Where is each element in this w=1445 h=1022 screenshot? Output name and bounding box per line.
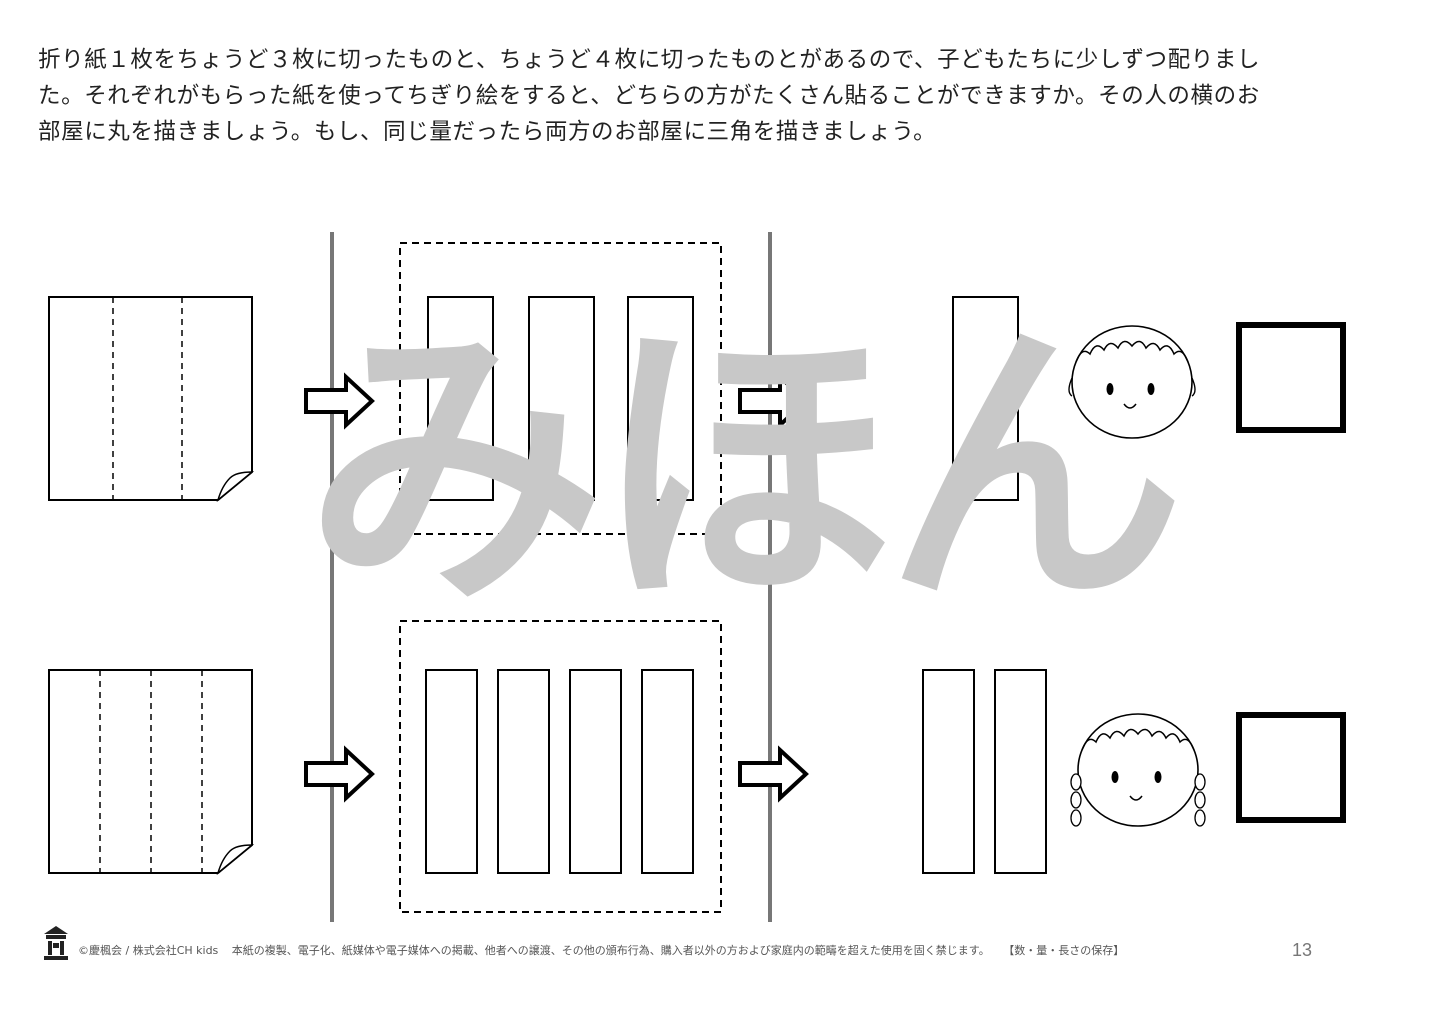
cut-piece <box>427 296 494 501</box>
footer: ©慶楓会 / 株式会社CH kids 本紙の複製、電子化、紙媒体や電子媒体への掲… <box>78 942 1134 958</box>
instructions: 折り紙１枚をちょうど３枚に切ったものと、ちょうど４枚に切ったものとがあるので、子… <box>38 42 1408 150</box>
footer-copyright: ©慶楓会 / 株式会社CH kids <box>78 944 219 957</box>
answer-box-icon[interactable] <box>1236 322 1346 433</box>
folded-corner-icon <box>216 471 255 503</box>
folded-paper-thirds <box>48 296 255 503</box>
folded-corner-icon <box>216 844 255 876</box>
cut-pieces-group-3 <box>399 242 722 535</box>
house-logo-icon <box>44 926 68 960</box>
folded-paper-quarters <box>48 669 255 876</box>
cut-piece <box>425 669 478 874</box>
instruction-line-2: た。それぞれがもらった紙を使ってちぎり絵をすると、どちらの方がたくさん貼ることが… <box>38 83 1260 109</box>
cut-piece <box>641 669 694 874</box>
right-arrow-icon <box>738 745 809 803</box>
cut-piece <box>569 669 622 874</box>
page-number: 13 <box>1292 940 1313 960</box>
cut-pieces-group-4 <box>399 620 722 913</box>
girl-face-icon <box>1068 325 1196 439</box>
right-arrow-icon <box>738 372 809 430</box>
footer-notice: 本紙の複製、電子化、紙媒体や電子媒体への掲載、他者への譲渡、その他の頒布行為、購… <box>231 944 990 957</box>
girl-face-icon <box>1070 713 1206 827</box>
cut-piece <box>528 296 595 501</box>
cut-piece <box>497 669 550 874</box>
answer-box-icon[interactable] <box>1236 712 1346 823</box>
received-piece <box>952 296 1019 501</box>
right-arrow-icon <box>304 745 375 803</box>
cut-piece <box>627 296 694 501</box>
instruction-line-3: 部屋に丸を描きましょう。もし、同じ量だったら両方のお部屋に三角を描きましょう。 <box>38 119 937 145</box>
row-1 <box>48 242 1346 535</box>
received-piece <box>994 669 1047 874</box>
instruction-line-1: 折り紙１枚をちょうど３枚に切ったものと、ちょうど４枚に切ったものとがあるので、子… <box>38 47 1261 73</box>
row-2 <box>48 620 1346 913</box>
footer-category: 【数・量・長さの保存】 <box>1003 944 1125 957</box>
received-piece <box>922 669 975 874</box>
right-arrow-icon <box>304 372 375 430</box>
